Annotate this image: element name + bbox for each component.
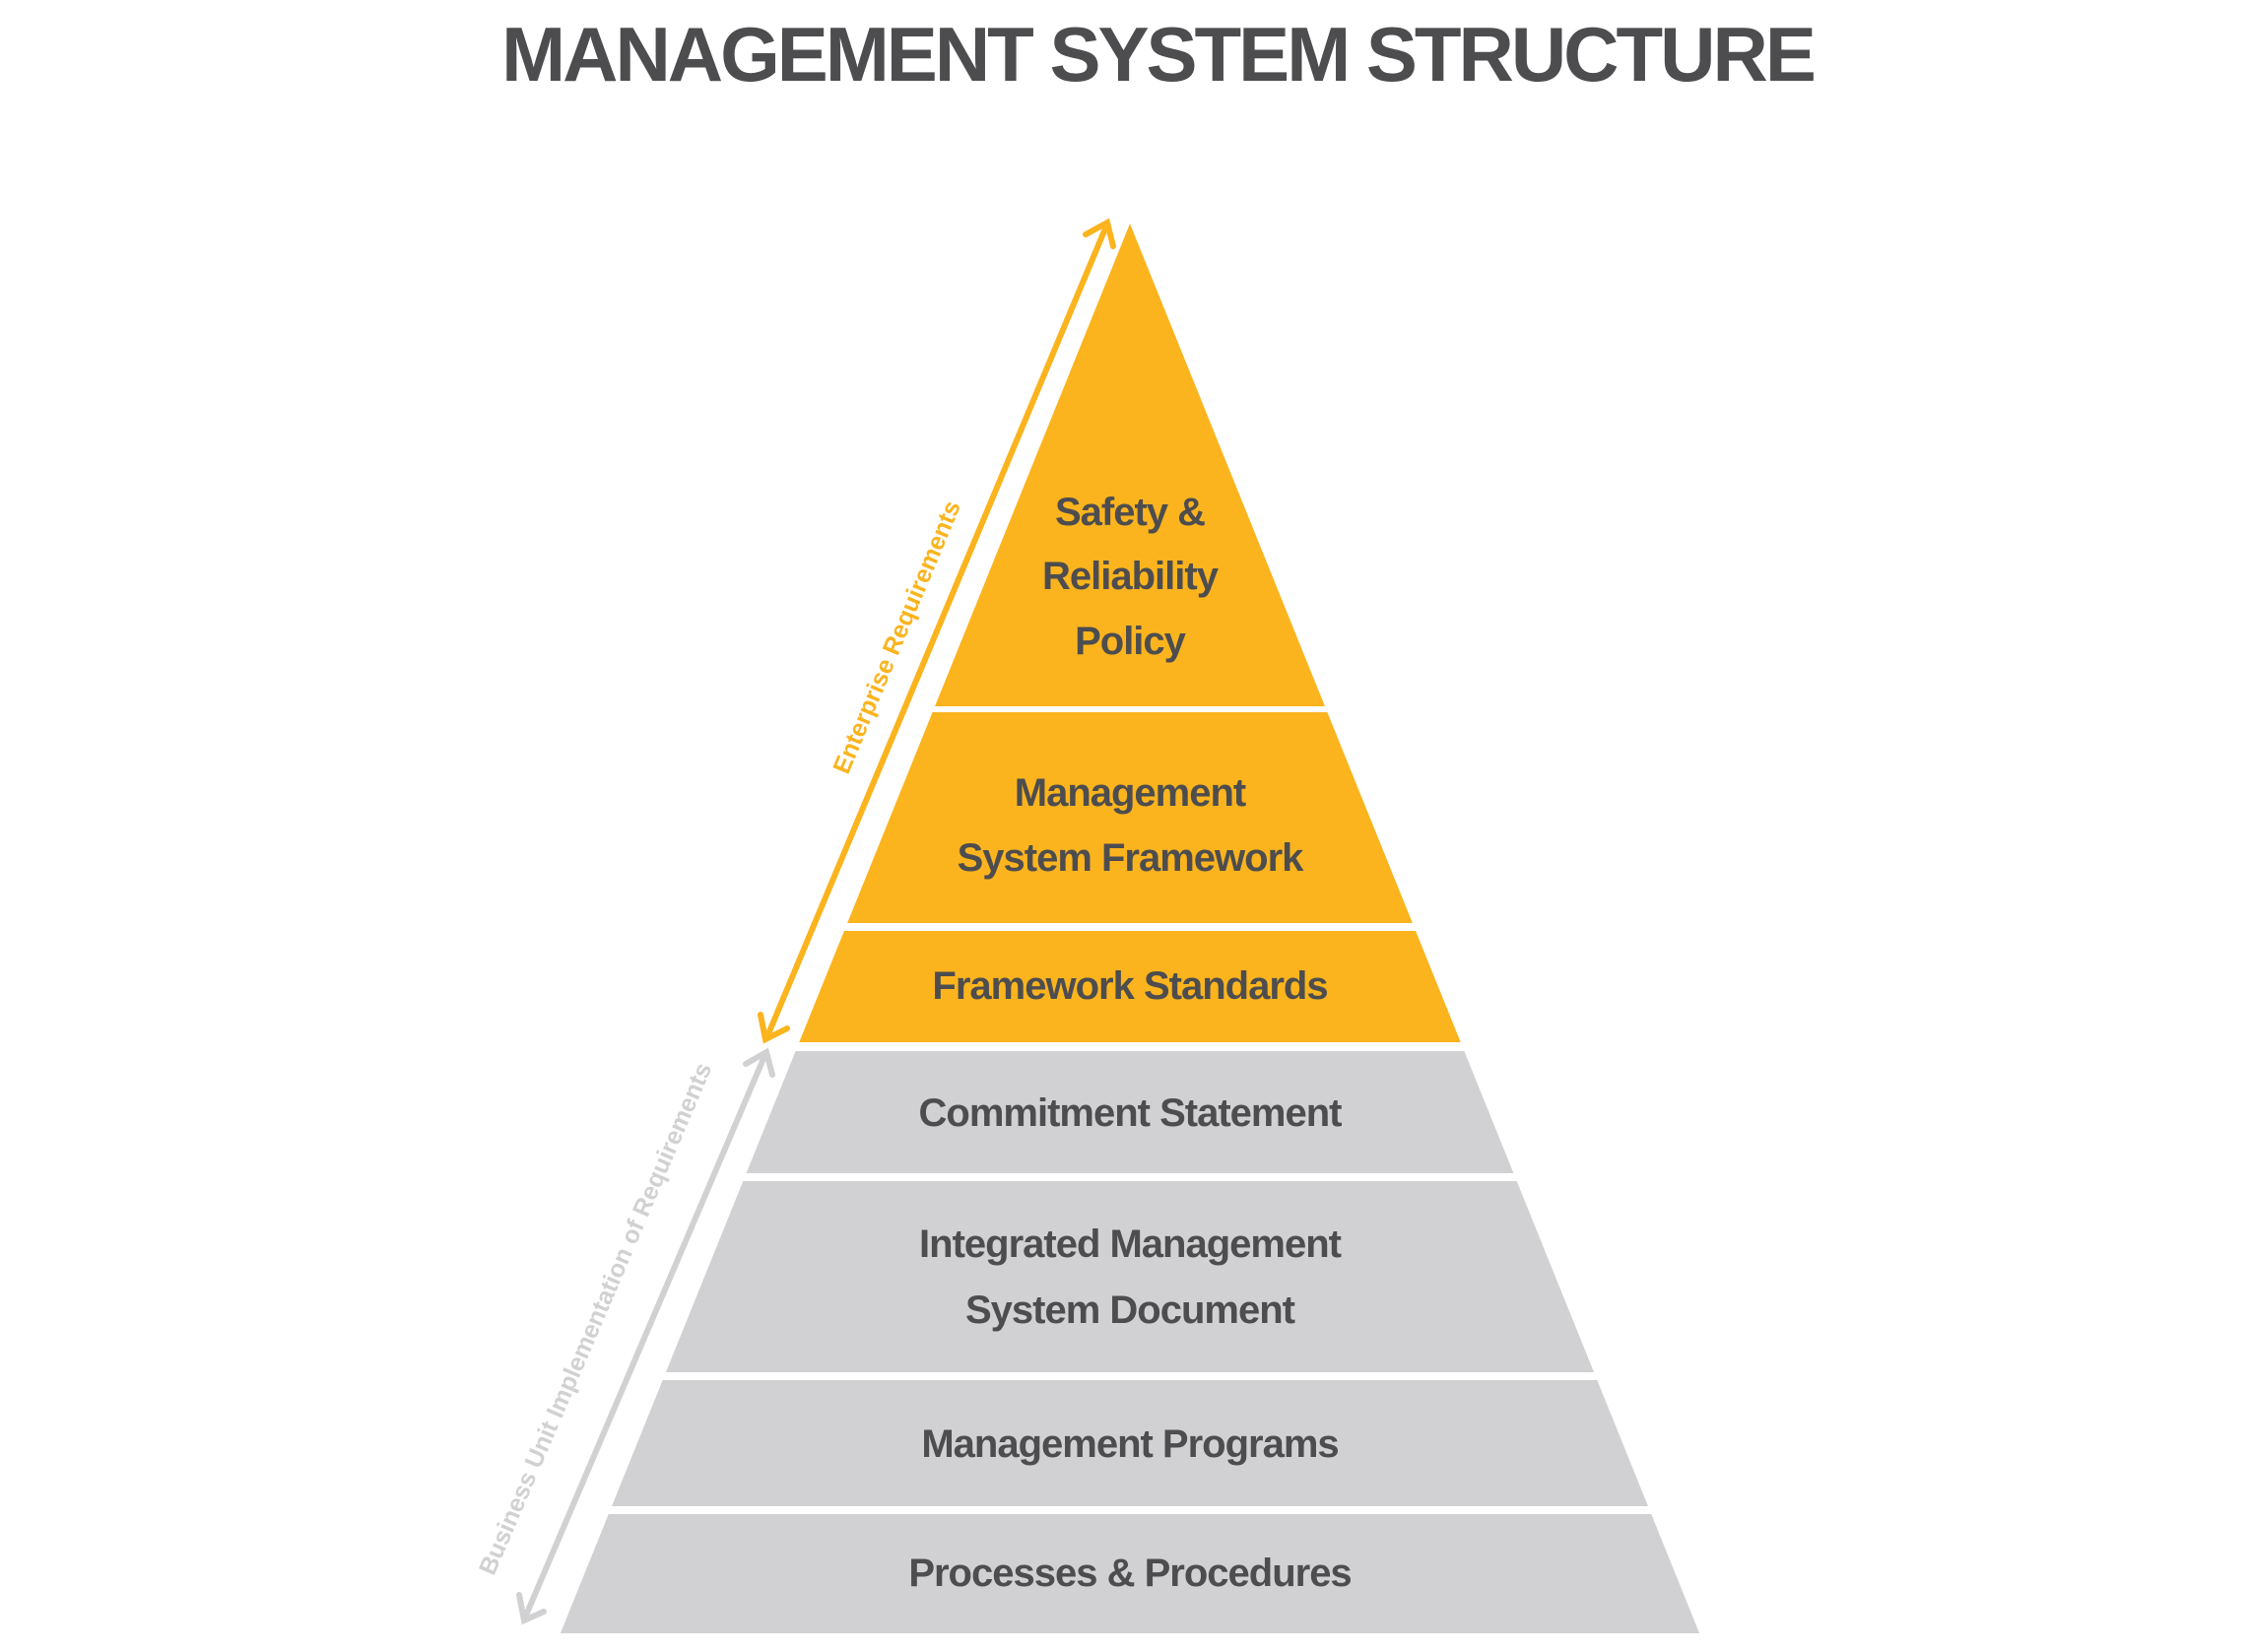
pyramid-level-4 — [665, 1181, 1595, 1372]
pyramid-level-5 — [611, 1380, 1649, 1506]
level-label: System Document — [965, 1289, 1295, 1332]
enterprise-requirements-arrow — [758, 218, 1116, 1044]
level-label: Management — [1015, 771, 1246, 815]
pyramid-level-3 — [746, 1051, 1514, 1173]
pyramid-levels: Safety & ReliabilityPolicyManagementSyste… — [560, 224, 1700, 1633]
level-label: System Framework — [958, 836, 1305, 880]
level-label: Safety & — [1055, 491, 1205, 534]
pyramid-level-6 — [560, 1514, 1700, 1633]
business-unit-arrow — [516, 1047, 775, 1625]
level-label: Framework Standards — [932, 964, 1327, 1008]
level-label: Management Programs — [921, 1422, 1338, 1466]
pyramid-level-1 — [847, 712, 1413, 923]
level-label: Integrated Management — [919, 1222, 1342, 1266]
pyramid-level-0 — [935, 224, 1325, 706]
level-label: Commitment Statement — [919, 1091, 1343, 1135]
level-label: Processes & Procedures — [908, 1552, 1351, 1595]
level-label: Reliability — [1042, 555, 1220, 598]
pyramid-level-2 — [799, 931, 1461, 1042]
page-title: MANAGEMENT SYSTEM STRUCTURE — [501, 11, 1814, 98]
level-label: Policy — [1075, 620, 1187, 663]
